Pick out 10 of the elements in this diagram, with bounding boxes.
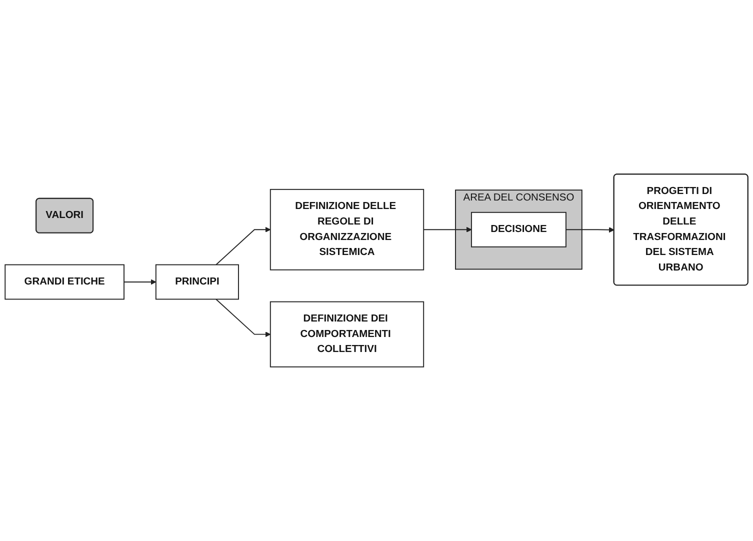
arrow [216,226,271,266]
node-box: DEFINIZIONE DELLE REGOLE DI ORGANIZZAZIONE SISTEMICA [270,188,424,270]
arrow [216,298,271,338]
node-box: DEFINIZIONE DEI COMPORTAMENTI COLLETTIVI [270,301,424,368]
arrow [423,226,472,232]
node-box: DECISIONE [471,212,566,248]
arrow [565,227,614,233]
node-box: PRINCIPI [155,264,239,300]
arrow [124,279,156,285]
node-box: GRANDI ETICHE [4,264,124,300]
